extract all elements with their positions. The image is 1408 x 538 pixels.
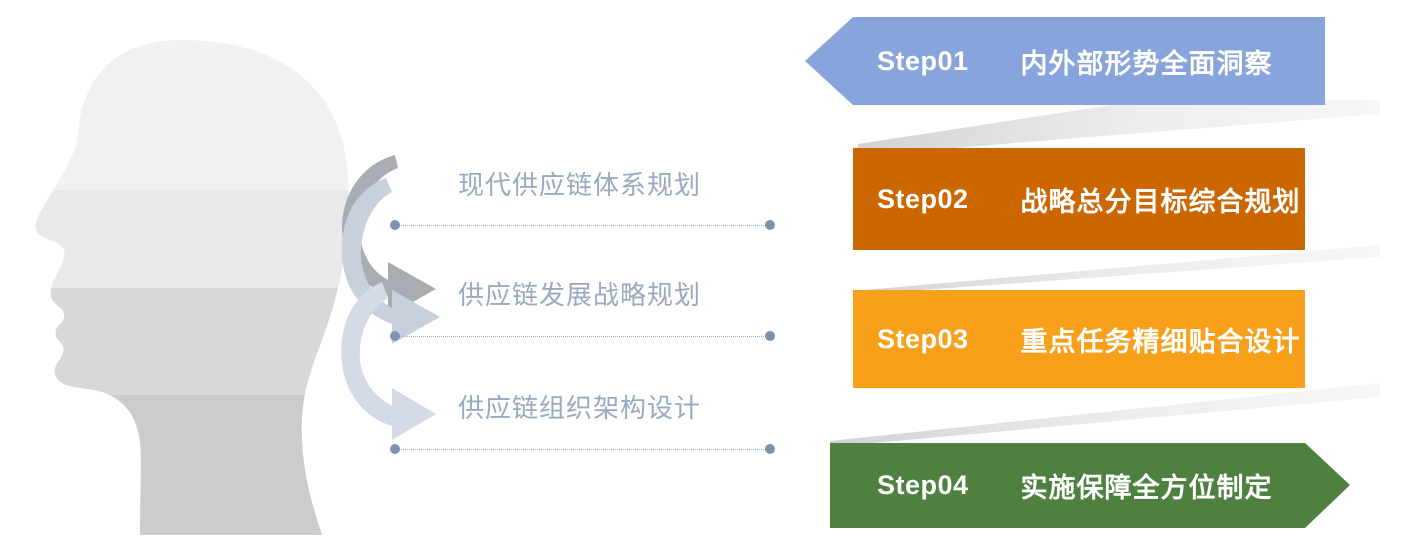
step-connector-3-4: [830, 383, 1380, 447]
step-2-number: Step02: [877, 183, 969, 214]
dot-cap-left: [390, 331, 400, 341]
step-2-shape: [853, 148, 1305, 250]
step-4-text: 实施保障全方位制定: [1020, 473, 1273, 503]
step-connector-2-3: [853, 245, 1380, 295]
step-3-number: Step03: [877, 323, 969, 354]
dotted-line: [401, 224, 764, 226]
head-profile-silhouette-icon: [35, 40, 349, 535]
left-illustration-panel: 现代供应链体系规划 供应链发展战略规划 供应链组织架构设计: [35, 40, 775, 535]
dotted-connector-row: [390, 444, 775, 454]
step-item-4[interactable]: Step04 实施保障全方位制定: [830, 443, 1350, 528]
step-3-shape: [853, 290, 1305, 388]
step-1-shape: [805, 17, 1325, 105]
step-1-text: 内外部形势全面洞察: [1020, 48, 1273, 79]
step-4-number: Step04: [877, 470, 969, 500]
step-2-text: 战略总分目标综合规划: [1020, 186, 1301, 217]
left-label-2: 供应链发展战略规划: [458, 280, 702, 310]
left-label-3: 供应链组织架构设计: [458, 393, 702, 423]
dotted-connector-row: [390, 220, 775, 230]
dotted-line: [401, 335, 764, 337]
dotted-line: [401, 448, 764, 450]
dot-cap-right: [765, 331, 775, 341]
curved-arrows-group: [341, 155, 440, 440]
left-label-1: 现代供应链体系规划: [458, 170, 702, 200]
step-connector-1-2: [853, 100, 1380, 156]
step-item-3[interactable]: Step03 重点任务精细贴合设计: [853, 290, 1305, 388]
dot-cap-left: [390, 444, 400, 454]
dot-cap-left: [390, 220, 400, 230]
dot-cap-right: [765, 444, 775, 454]
step-4-shape: [830, 443, 1350, 528]
dotted-connector-row: [390, 331, 775, 341]
step-1-number: Step01: [877, 45, 969, 76]
step-3-text: 重点任务精细贴合设计: [1020, 326, 1301, 357]
dot-cap-right: [765, 220, 775, 230]
curved-arrow-icon: [341, 282, 436, 440]
step-item-1[interactable]: Step01 内外部形势全面洞察: [805, 17, 1325, 105]
step-item-2[interactable]: Step02 战略总分目标综合规划: [853, 148, 1305, 250]
